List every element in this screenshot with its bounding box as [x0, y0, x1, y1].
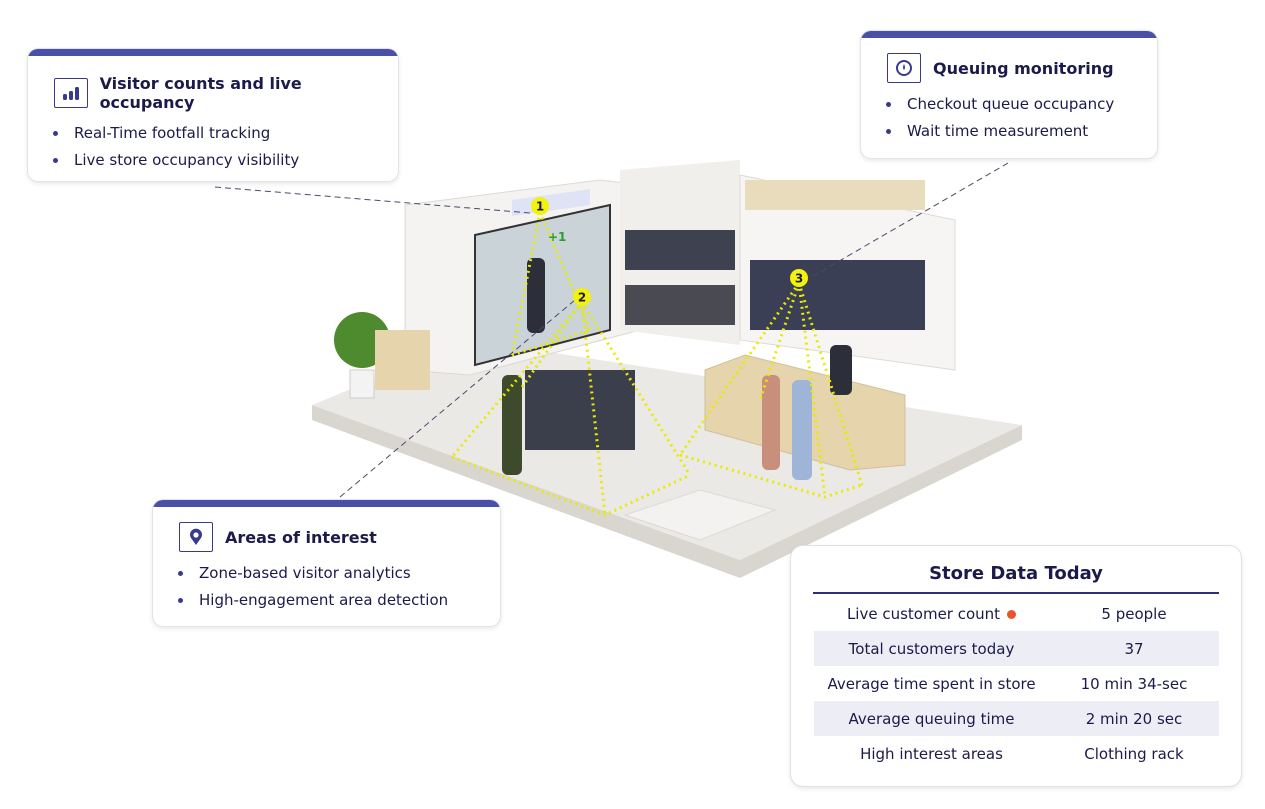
marker-label: 1	[536, 200, 544, 214]
connector-lines	[214, 162, 1009, 498]
visitor-counts-card: Visitor counts and live occupancy Real-T…	[28, 49, 398, 181]
marker-3: 3	[790, 269, 808, 287]
card-title: Visitor counts and live occupancy	[99, 74, 302, 112]
clothing-rack-center	[525, 370, 635, 450]
timer-icon	[887, 53, 921, 83]
side-cabinet	[375, 330, 430, 390]
row-value: 5 people	[1101, 604, 1167, 623]
platform	[623, 489, 777, 541]
marker-1: 1	[531, 197, 549, 215]
clothing-rack-right	[750, 260, 925, 330]
marker-label: 2	[578, 291, 586, 305]
row-value: 10 min 34-sec	[1080, 674, 1188, 693]
table-row: Live customer count 5 people	[814, 596, 1219, 631]
list-item: High-engagement area detection	[178, 587, 500, 614]
bar-chart-icon	[54, 78, 88, 108]
table-row: Total customers today 37	[814, 631, 1219, 666]
boxes	[745, 180, 925, 210]
marker-label: 3	[795, 272, 803, 286]
list-item: Zone-based visitor analytics	[178, 560, 500, 587]
table-row: Average time spent in store 10 min 34-se…	[814, 666, 1219, 701]
clothing-rack-back	[625, 285, 735, 325]
store-sign	[512, 189, 590, 217]
map-pin-icon	[179, 522, 213, 552]
panel-title: Store Data Today	[929, 563, 1103, 584]
table-row: Average queuing time 2 min 20 sec	[814, 701, 1219, 736]
card-accent-bar	[28, 49, 398, 56]
people	[502, 258, 852, 480]
row-label: Total customers today	[814, 631, 1049, 666]
row-value: Clothing rack	[1084, 744, 1184, 763]
card-title: Areas of interest	[225, 527, 377, 547]
list-item: Live store occupancy visibility	[53, 147, 398, 174]
row-label: Average queuing time	[814, 701, 1049, 736]
table-row: High interest areas Clothing rack	[814, 736, 1219, 771]
row-label: Live customer count	[846, 604, 1001, 623]
row-value: 2 min 20 sec	[1049, 701, 1219, 736]
title-divider	[813, 592, 1219, 594]
row-label: Average time spent in store	[827, 674, 1036, 693]
entry-count-label: +1	[548, 230, 566, 244]
queuing-monitoring-card: Queuing monitoring Checkout queue occupa…	[861, 31, 1157, 158]
card-title: Queuing monitoring	[933, 58, 1114, 78]
detection-cones	[450, 211, 864, 517]
clothing-rack-back	[625, 230, 735, 270]
card-accent-bar	[153, 500, 500, 507]
store-data-table: Live customer count 5 people Total custo…	[814, 596, 1219, 771]
areas-of-interest-card: Areas of interest Zone-based visitor ana…	[153, 500, 500, 626]
row-label: High interest areas	[860, 744, 1003, 763]
store-floor	[312, 340, 1022, 560]
marker-2: 2	[573, 288, 591, 306]
live-indicator-icon	[1007, 609, 1017, 619]
list-item: Real-Time footfall tracking	[53, 120, 398, 147]
row-value: 37	[1049, 631, 1219, 666]
card-accent-bar	[861, 31, 1157, 38]
plant-pot	[349, 369, 375, 399]
list-item: Wait time measurement	[886, 118, 1157, 145]
store-floor-edge	[312, 405, 1022, 578]
list-item: Checkout queue occupancy	[886, 91, 1157, 118]
store-data-panel: Store Data Today Live customer count 5 p…	[791, 546, 1241, 786]
